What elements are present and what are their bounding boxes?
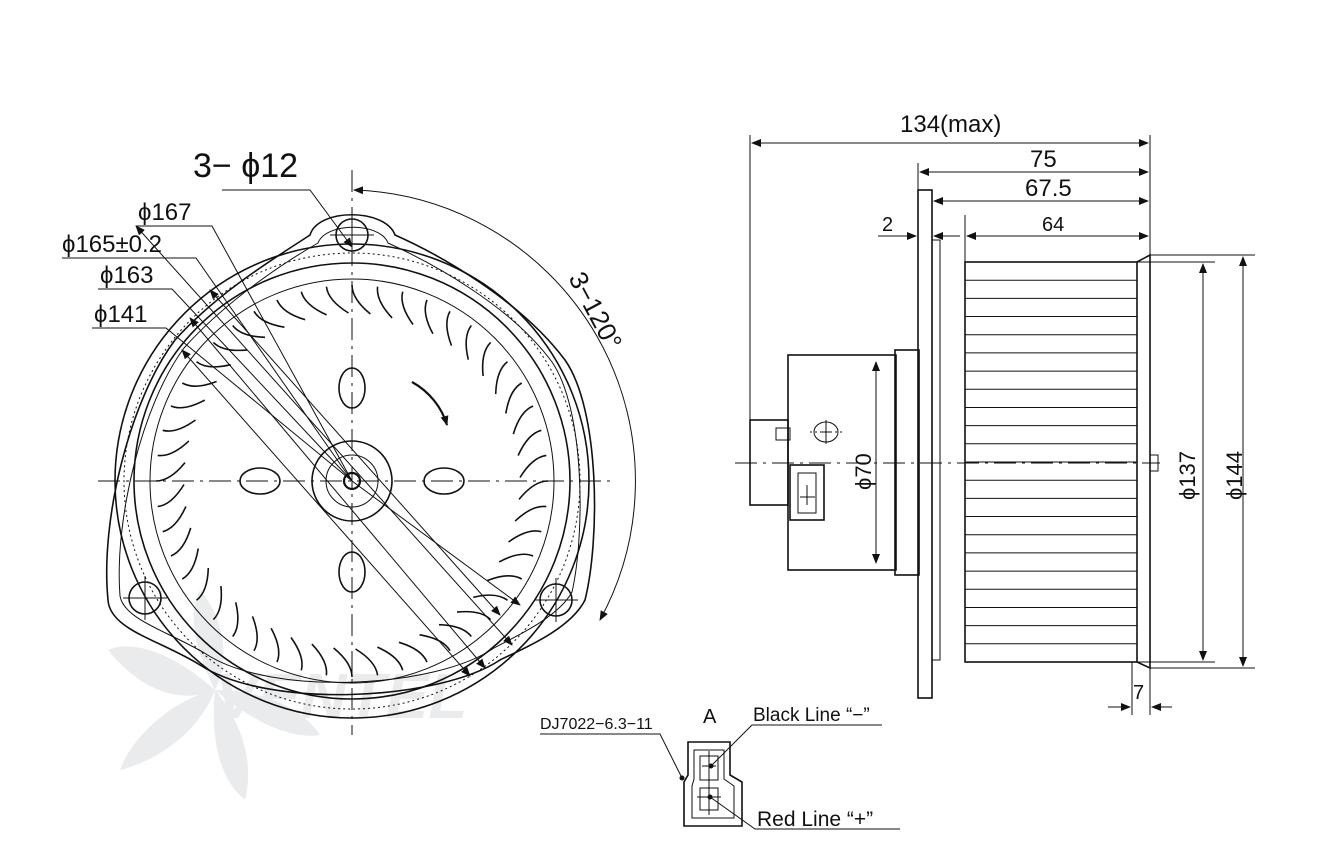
side-view: 134(max) 75 67.5 64 2 ϕ70 ϕ137 ϕ144 7: [735, 111, 1255, 715]
shelf-dia-167: [136, 225, 353, 482]
leader-dia-165: [209, 289, 501, 616]
impeller-blade: [162, 506, 187, 533]
mounting-hole-right: [534, 578, 578, 622]
black-line-leader: [710, 724, 882, 767]
impeller-blade: [505, 382, 523, 414]
impeller-blade: [517, 429, 542, 456]
overall-length-label: 134(max): [900, 111, 1001, 138]
dia-163-label: ϕ163: [100, 262, 153, 289]
impeller-blade: [481, 341, 492, 377]
impeller-blade: [508, 530, 542, 543]
red-line-dot: [707, 794, 713, 800]
impeller-blade: [325, 286, 349, 314]
motor-back-bracket: [749, 419, 789, 506]
shelf-dia-163: [98, 288, 353, 482]
hub-offset-label: 7: [1133, 682, 1144, 704]
motor-collar: [894, 349, 920, 576]
terminal-stub: [775, 427, 791, 441]
shaft-end: [1149, 454, 1159, 472]
flange-plate: [917, 189, 933, 699]
dia-141-label: ϕ141: [94, 301, 147, 328]
impeller-blade: [424, 299, 434, 335]
impeller-blade: [300, 291, 327, 316]
impeller-blade: [494, 361, 509, 395]
impeller-blade: [157, 440, 190, 457]
rotation-arrow: [411, 381, 449, 426]
impeller-blade: [446, 310, 453, 346]
red-line-label: Red Line “+”: [757, 808, 873, 831]
impeller-blade: [465, 325, 472, 360]
connector-side: [789, 464, 825, 521]
impeller-blade: [401, 291, 414, 325]
wheel-dia-137-label: ϕ137: [1175, 451, 1200, 500]
impeller-blade: [276, 299, 306, 321]
impeller-blade: [157, 484, 185, 508]
motor-dia-label: ϕ70: [851, 453, 876, 490]
shelf-hole-callout: [222, 189, 353, 248]
mounting-hole-left: [123, 576, 167, 620]
length-67-5-label: 67.5: [1025, 175, 1072, 202]
impeller-blade: [253, 310, 285, 328]
impeller-blade: [473, 594, 508, 601]
hole-callout-label: 3− ϕ12: [193, 147, 298, 185]
impeller-fins: [965, 279, 1137, 645]
black-line-dot: [708, 763, 714, 769]
length-75-label: 75: [1030, 146, 1057, 173]
angle-label: 3−120°: [563, 267, 629, 355]
leader-dia-163: [189, 317, 486, 669]
part-number-leader-dot: [679, 775, 685, 781]
shelf-dia-141: [92, 327, 353, 482]
dia-167-label: ϕ167: [138, 199, 191, 226]
impeller-blade: [376, 286, 393, 319]
connector-housing-inner: [691, 749, 735, 819]
connector-side-inner: [797, 472, 817, 514]
ground-symbol: [810, 420, 844, 444]
impeller-blade: [270, 627, 280, 663]
length-64-label: 64: [1042, 214, 1064, 236]
front-view: 3− ϕ12 ϕ167 ϕ165±0.2 ϕ163 ϕ141 3−120°: [62, 147, 636, 735]
impeller-blade: [232, 602, 239, 637]
red-line-leader: [709, 796, 900, 830]
impeller-blade: [155, 462, 186, 482]
connector-housing-outer: [683, 741, 743, 827]
impeller-rim: [1136, 253, 1151, 670]
shelf-dia-165: [62, 257, 353, 482]
impeller-blade: [251, 616, 258, 652]
connector-view-label: A: [703, 706, 717, 728]
flange-plate-lip: [931, 239, 941, 661]
part-number-leader: [540, 733, 683, 779]
mounting-hole-top: [330, 213, 374, 257]
wheel-dia-144-label: ϕ144: [1222, 451, 1247, 500]
impeller-blade: [181, 548, 199, 580]
impeller-blade: [438, 623, 472, 638]
angle-arc-120: [353, 186, 636, 621]
impeller-blade: [512, 405, 534, 435]
impeller-blade: [232, 324, 266, 339]
connector-detail: A DJ7022−6.3−11 Black Line “−” Red Line …: [540, 705, 900, 831]
flange-thickness-label: 2: [882, 214, 893, 236]
impeller-blade: [498, 553, 534, 563]
connector-part-number: DJ7022−6.3−11: [540, 716, 653, 733]
motor-body: [787, 354, 897, 571]
impeller-blade: [518, 480, 549, 500]
impeller-blade: [519, 454, 547, 478]
impeller-blade: [196, 361, 231, 368]
impeller-blade: [162, 419, 196, 432]
dia-165-label: ϕ165±0.2: [62, 231, 162, 258]
impeller-blade: [351, 284, 371, 315]
impeller-blade: [170, 527, 192, 557]
impeller-blade: [514, 505, 547, 522]
leader-dia-141: [181, 349, 471, 677]
leader-dia-163-ext: [351, 480, 521, 606]
black-line-label: Black Line “−”: [753, 705, 870, 726]
impeller-blade: [170, 399, 206, 409]
impeller-blade: [487, 575, 523, 582]
